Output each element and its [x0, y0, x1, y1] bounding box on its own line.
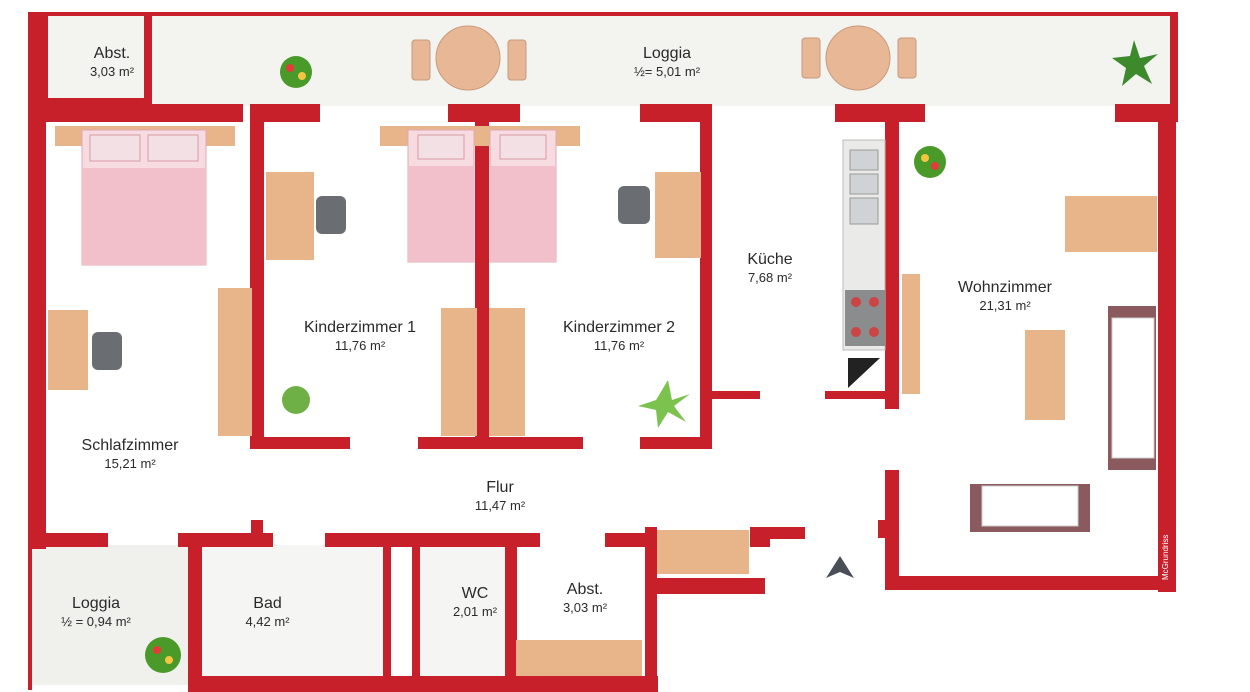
- walls: [28, 12, 1178, 692]
- table-icon: [411, 25, 917, 91]
- room-label-wohnzimmer: Wohnzimmer 21,31 m²: [940, 278, 1070, 314]
- credit-mark: McGrundriss: [1161, 534, 1170, 580]
- room-area: 11,76 m²: [593, 338, 645, 353]
- room-area: 7,68 m²: [747, 270, 793, 285]
- room-label-loggia-top: Loggia ½= 5,01 m²: [612, 44, 722, 80]
- stove-icon: [845, 290, 885, 388]
- room-label-kinderzimmer-1: Kinderzimmer 1 11,76 m²: [285, 318, 435, 354]
- room-name: Abst.: [93, 45, 131, 62]
- room-name: Schlafzimmer: [81, 437, 179, 454]
- room-name: Wohnzimmer: [958, 279, 1052, 296]
- room-name: Kinderzimmer 1: [303, 319, 417, 336]
- room-area: 21,31 m²: [979, 298, 1031, 313]
- room-name: Abst.: [566, 581, 604, 598]
- plant-icon: [145, 40, 1158, 673]
- room-area: ½ = 0,94 m²: [61, 614, 131, 629]
- room-area: 3,03 m²: [89, 64, 135, 79]
- room-name: WC: [461, 585, 489, 602]
- room-area: 15,21 m²: [104, 456, 156, 471]
- room-area: ½= 5,01 m²: [633, 64, 701, 79]
- bed-icon: [55, 126, 580, 266]
- room-label-bad: Bad 4,42 m²: [230, 594, 305, 630]
- room-area: 2,01 m²: [452, 604, 498, 619]
- room-label-kinderzimmer-2: Kinderzimmer 2 11,76 m²: [544, 318, 694, 354]
- room-area: 11,76 m²: [334, 338, 386, 353]
- room-area: 4,42 m²: [245, 614, 290, 629]
- north-arrow-icon: [826, 556, 854, 578]
- desk-icon: [48, 172, 1157, 676]
- room-label-schlafzimmer: Schlafzimmer 15,21 m²: [60, 436, 200, 472]
- room-area: 3,03 m²: [562, 600, 608, 615]
- room-label-wc: WC 2,01 m²: [440, 584, 510, 620]
- chair-icon: [92, 186, 650, 370]
- room-label-kueche: Küche 7,68 m²: [730, 250, 810, 286]
- sofa-icon: [970, 306, 1156, 532]
- room-area: 11,47 m²: [474, 498, 526, 513]
- room-name: Küche: [747, 251, 793, 268]
- room-label-loggia-bottom: Loggia ½ = 0,94 m²: [46, 594, 146, 630]
- room-label-abst-bottom: Abst. 3,03 m²: [545, 580, 625, 616]
- room-name: Bad: [253, 595, 282, 612]
- room-label-abst-top: Abst. 3,03 m²: [82, 44, 142, 80]
- room-label-flur: Flur 11,47 m²: [460, 478, 540, 514]
- floors: [28, 14, 1178, 685]
- room-name: Loggia: [642, 45, 692, 62]
- room-name: Kinderzimmer 2: [562, 319, 676, 336]
- room-name: Flur: [486, 479, 514, 496]
- room-name: Loggia: [71, 595, 121, 612]
